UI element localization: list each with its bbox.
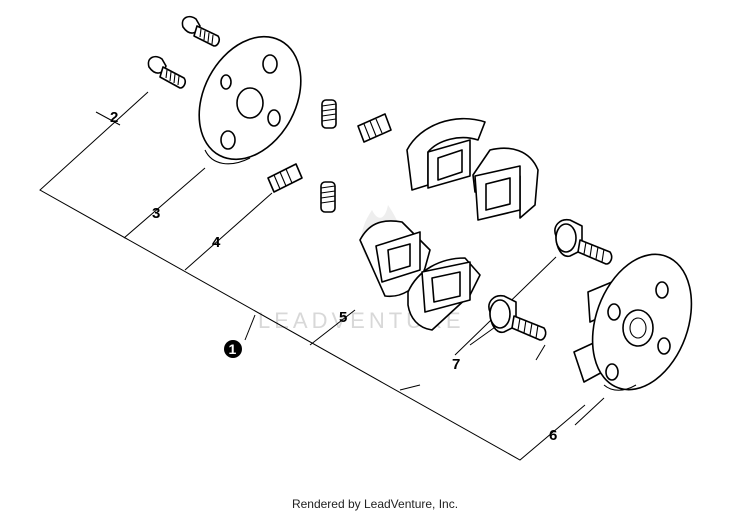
svg-text:1: 1 [229,341,237,357]
label-screw: 2 [110,109,118,126]
label-hub: 6 [549,427,557,444]
footer-credit: Rendered by LeadVenture, Inc. [291,497,459,511]
clutch-shoe-bottom-left [359,220,431,298]
flat-head-screw-lower [147,55,187,89]
spring-3 [267,163,303,193]
clutch-shoe-bottom-right [407,257,481,331]
clutch-shoe-top-left [406,117,486,191]
flat-head-screw-upper [181,15,221,47]
clutch-shoe-top-right [472,147,539,221]
clutch-hub [573,253,693,391]
assembly-callout-badge: 1 [224,340,242,358]
label-bolt: 7 [452,356,460,373]
label-shoe: 5 [339,309,347,326]
label-plate: 3 [152,205,160,222]
leader-lines [39,91,605,461]
label-spring: 4 [212,234,221,251]
spring-2 [357,113,392,143]
drive-plate [198,35,302,165]
spring-4 [320,181,336,213]
socket-bolt-upper [554,218,613,265]
socket-bolt-lower [488,294,547,341]
spring-1 [321,99,337,129]
